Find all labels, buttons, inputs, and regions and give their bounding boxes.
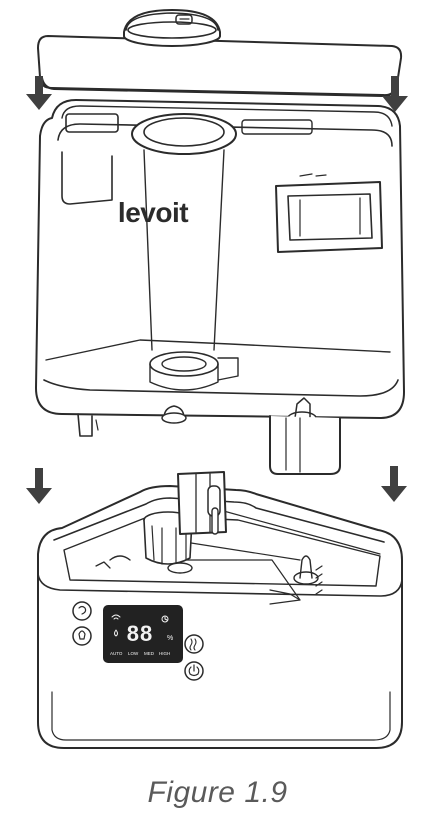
timer-icon [78,605,87,615]
light-icon [78,630,86,640]
humidifier-base [37,471,403,749]
mode-label-low: LOW [128,651,139,656]
down-arrow-icon [26,468,52,504]
mode-labels: AUTO LOW MED HIGH [110,651,170,656]
mist-icon [189,638,197,651]
water-tank [35,99,405,475]
down-arrow-icon [26,76,52,110]
top-lid [37,9,403,97]
percent-symbol: % [167,635,173,642]
power-button[interactable] [184,661,204,681]
wifi-icon [111,614,121,620]
light-button[interactable] [72,626,92,646]
figure-caption: Figure 1.9 [147,776,288,809]
timer-button[interactable] [72,601,92,621]
down-arrow-icon [381,466,407,502]
timer-indicator-icon [161,615,169,623]
control-panel [72,601,204,681]
mode-label-auto: AUTO [110,651,123,656]
down-arrow-icon [382,76,408,112]
brand-logo: levoit [118,197,188,228]
mode-label-med: MED [144,651,155,656]
mode-label-high: HIGH [159,651,170,656]
humidity-icon [114,629,118,637]
power-icon [188,664,200,677]
humidity-readout: 88 [127,621,153,646]
mist-button[interactable] [184,634,204,654]
